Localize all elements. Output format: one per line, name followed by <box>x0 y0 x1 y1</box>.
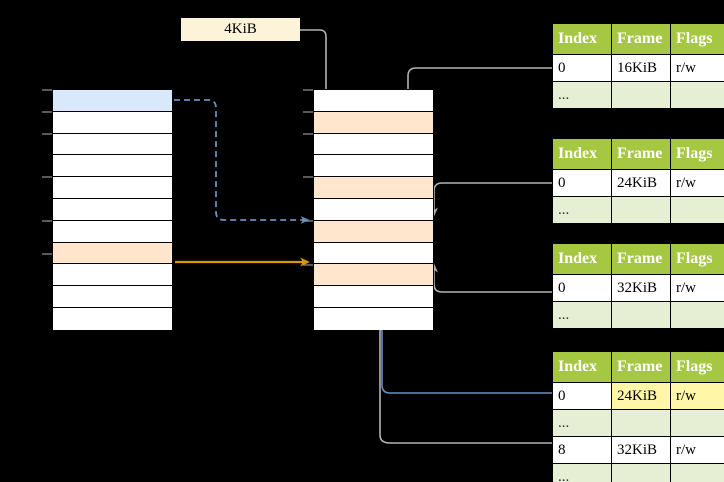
cell-flags[interactable]: r/w <box>670 274 724 302</box>
table-row[interactable]: ... <box>552 301 724 329</box>
physical-frame-row[interactable] <box>314 264 433 287</box>
cell-index[interactable]: 8 <box>552 436 612 464</box>
column-header-flags: Flags <box>670 351 724 383</box>
table-row[interactable]: ... <box>552 81 724 109</box>
column-header-flags: Flags <box>670 138 724 170</box>
cell-frame[interactable] <box>611 409 671 437</box>
cell-frame[interactable]: 24KiB <box>611 382 671 410</box>
virtual-page-row[interactable] <box>53 177 172 199</box>
column-header-frame: Frame <box>611 23 671 55</box>
cell-frame[interactable] <box>611 301 671 329</box>
virtual-page-row[interactable] <box>53 133 172 156</box>
table-row[interactable]: ... <box>552 196 724 224</box>
table-row[interactable]: ... <box>552 463 724 482</box>
cell-frame[interactable] <box>611 196 671 224</box>
cell-frame[interactable]: 32KiB <box>611 436 671 464</box>
column-header-index: Index <box>552 138 612 170</box>
virtual-to-physical-dashed <box>174 99 310 224</box>
virtual-page-row[interactable] <box>53 220 172 243</box>
cell-index[interactable]: ... <box>552 409 612 437</box>
column-header-flags: Flags <box>670 243 724 275</box>
physical-frame-row[interactable] <box>314 111 433 134</box>
cell-index[interactable]: ... <box>552 196 612 224</box>
cell-index[interactable]: ... <box>552 301 612 329</box>
virtual-page-row[interactable] <box>53 242 172 265</box>
cell-index[interactable]: ... <box>552 463 612 482</box>
cell-flags[interactable] <box>670 463 724 482</box>
virtual-page-row[interactable] <box>53 155 172 178</box>
cell-flags[interactable]: r/w <box>670 382 724 410</box>
column-header-index: Index <box>552 23 612 55</box>
virtual-page-row[interactable] <box>53 111 172 134</box>
column-header-frame: Frame <box>611 351 671 383</box>
cell-index[interactable]: 0 <box>552 382 612 410</box>
column-header-index: Index <box>552 243 612 275</box>
physical-frame-row[interactable] <box>314 286 433 308</box>
cell-flags[interactable] <box>670 409 724 437</box>
cell-frame[interactable] <box>611 81 671 109</box>
cell-frame[interactable]: 16KiB <box>611 54 671 82</box>
level2-frame-connector <box>430 182 552 217</box>
physical-frame-row[interactable] <box>314 307 433 330</box>
virtual-page-row[interactable] <box>53 286 172 308</box>
physical-frame-row[interactable] <box>314 177 433 199</box>
cell-frame[interactable] <box>611 463 671 482</box>
column-header-flags: Flags <box>670 23 724 55</box>
cell-index[interactable]: ... <box>552 81 612 109</box>
cell-flags[interactable]: r/w <box>670 436 724 464</box>
table-row[interactable]: ... <box>552 409 724 437</box>
column-header-index: Index <box>552 351 612 383</box>
middle-table-ticks <box>303 89 313 266</box>
cell-flags[interactable]: r/w <box>670 54 724 82</box>
physical-frame-row[interactable] <box>314 133 433 156</box>
virtual-address-space-table <box>52 89 173 330</box>
page-size-label: 4KiB <box>181 18 300 41</box>
physical-frame-row[interactable] <box>314 155 433 178</box>
virtual-page-row[interactable] <box>53 264 172 287</box>
left-table-ticks <box>42 89 52 255</box>
column-header-frame: Frame <box>611 138 671 170</box>
physical-frame-row[interactable] <box>314 198 433 221</box>
cell-flags[interactable] <box>670 196 724 224</box>
cell-frame[interactable]: 24KiB <box>611 169 671 197</box>
physical-frame-row[interactable] <box>314 90 433 112</box>
physical-memory-table <box>313 89 434 330</box>
cell-flags[interactable] <box>670 81 724 109</box>
level3-frame-connector <box>430 263 552 293</box>
cell-index[interactable]: 0 <box>552 169 612 197</box>
physical-frame-row[interactable] <box>314 242 433 265</box>
virtual-page-row[interactable] <box>53 90 172 112</box>
virtual-page-row[interactable] <box>53 198 172 221</box>
cell-index[interactable]: 0 <box>552 274 612 302</box>
virtual-page-row[interactable] <box>53 307 172 330</box>
column-header-frame: Frame <box>611 243 671 275</box>
cell-index[interactable]: 0 <box>552 54 612 82</box>
cell-frame[interactable]: 32KiB <box>611 274 671 302</box>
cell-flags[interactable]: r/w <box>670 169 724 197</box>
physical-frame-row[interactable] <box>314 220 433 243</box>
cell-flags[interactable] <box>670 301 724 329</box>
